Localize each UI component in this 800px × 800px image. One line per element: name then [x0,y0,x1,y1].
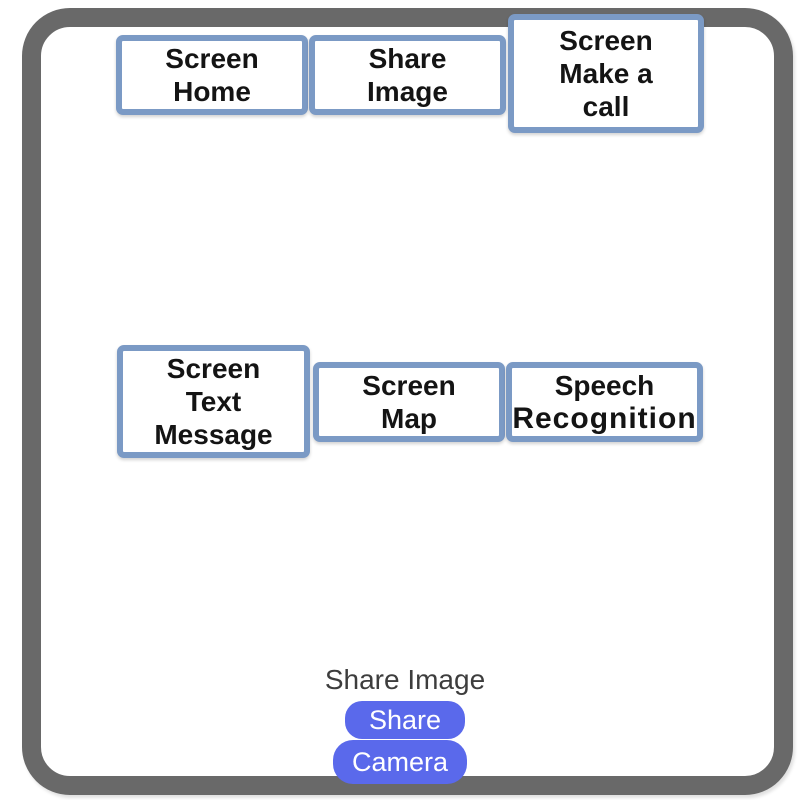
nav-button-screen-map[interactable]: Screen Map [313,362,505,442]
button-label-line: Make a [559,58,653,89]
button-label-line: Text [185,386,242,417]
nav-button-screen-make-a-call[interactable]: Screen Make a call [508,14,704,133]
button-label-line: Map [381,403,437,434]
nav-button-speech-recognition[interactable]: Speech Recognition [506,362,703,442]
button-label-line: Speech [554,370,655,401]
button-label-line: Home [173,76,251,107]
nav-button-screen-home[interactable]: Screen Home [116,35,308,115]
button-label-line: Screen [362,370,456,401]
button-label-line: Message [154,419,273,450]
button-label-line: Image [367,76,448,107]
nav-button-share-image[interactable]: Share Image [309,35,506,115]
button-label-line: Screen [165,43,259,74]
button-label-line: Screen [166,353,261,384]
bottom-panel-title: Share Image [324,664,486,695]
button-label-line: Recognition [512,402,697,435]
button-label-line: call [582,91,630,122]
camera-button[interactable]: Camera [333,740,467,784]
button-label-line: Screen [559,25,653,56]
nav-button-screen-text-message[interactable]: Screen Text Message [117,345,310,458]
share-button[interactable]: Share [345,701,465,739]
button-label-line: Share [368,43,447,74]
